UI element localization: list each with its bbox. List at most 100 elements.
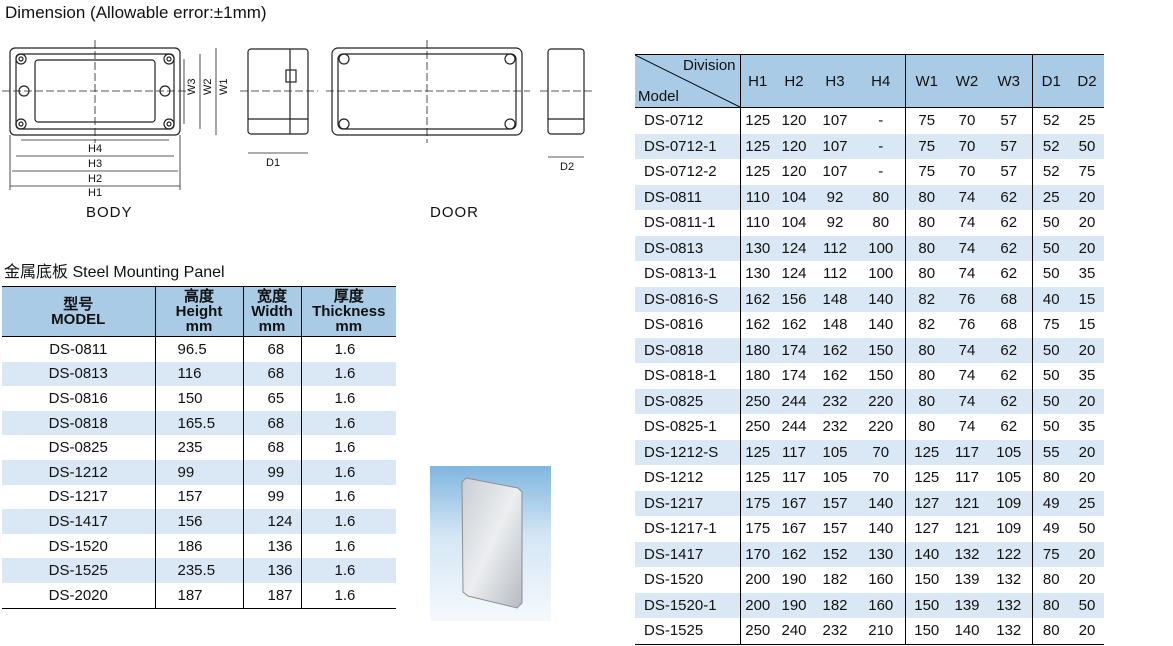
dim-d1-label: D1	[266, 157, 280, 169]
dimension-cell: 110	[739, 184, 775, 210]
dimension-cell: 80	[904, 337, 948, 363]
dimension-cell: 150	[904, 592, 948, 618]
dimension-cell: 62	[1000, 367, 1018, 385]
dimension-cell: 250	[739, 414, 775, 440]
dimension-cell: 50	[1070, 133, 1104, 159]
dimension-cell: 175	[739, 516, 775, 542]
model-cell: DS-0816	[48, 389, 108, 407]
dimension-cell: 80	[904, 414, 948, 440]
width-cell: 68	[242, 410, 301, 436]
dimension-cell: 105	[813, 439, 857, 465]
dimension-cell: -	[878, 112, 884, 130]
door-label: DOOR	[430, 204, 479, 221]
dimension-cell: 20	[1078, 469, 1096, 487]
height-cell: 157	[154, 484, 243, 510]
dimension-cell: 70	[857, 439, 905, 465]
dimension-table: Division Model H1 H2 H3 H4 W1 W2 W3 D1 D…	[635, 54, 1104, 645]
dimension-drawing: W3 W2 W1 H4 H3 H2 H1 D1 D2	[2, 40, 594, 199]
dimension-cell: 62	[1000, 418, 1018, 436]
dimension-cell: 162	[775, 541, 813, 567]
dimension-cell: 122	[986, 541, 1032, 567]
dimension-cell: 75	[904, 133, 948, 159]
dimension-cell: 180	[739, 363, 775, 389]
dimension-cell: 20	[1070, 439, 1104, 465]
steel-panel-photo	[430, 466, 551, 621]
dimension-cell: 132	[996, 571, 1022, 589]
dimension-cell: 167	[781, 520, 807, 538]
col-w3-header: W3	[986, 54, 1032, 108]
model-cell: DS-0818	[2, 410, 155, 436]
model-cell: DS-0813	[635, 235, 740, 261]
page-title: Dimension (Allowable error:±1mm)	[5, 3, 267, 22]
thickness-cell: 1.6	[300, 336, 396, 362]
thickness-cell: 1.6	[300, 410, 396, 436]
dimension-cell: 62	[986, 235, 1032, 261]
dimension-cell: 70	[958, 112, 976, 130]
dimension-cell: 182	[813, 592, 857, 618]
model-cell: DS-1217	[48, 488, 108, 506]
model-cell: DS-1525	[2, 558, 155, 583]
dimension-cell: 20	[1070, 184, 1104, 210]
height-cell: 165.5	[154, 410, 243, 436]
dimension-cell: 132	[948, 541, 986, 567]
dimension-cell: 150	[868, 367, 894, 385]
width-cell: 68	[242, 361, 301, 387]
dimension-cell: 80	[904, 235, 948, 261]
model-cell: DS-1417	[635, 541, 740, 567]
dimension-cell: 74	[958, 214, 976, 232]
dimension-cell: 75	[1078, 163, 1096, 181]
dimension-cell: 50	[1031, 363, 1070, 389]
dimension-cell: 157	[813, 490, 857, 516]
dimension-cell: 244	[775, 388, 813, 414]
dimension-cell: 174	[775, 337, 813, 363]
model-cell: DS-0818-1	[644, 367, 717, 385]
dimension-cell: 140	[904, 541, 948, 567]
dimension-cell: 120	[781, 163, 807, 181]
thickness-cell: 1.6	[300, 435, 396, 460]
dimension-cell: 57	[1000, 112, 1018, 130]
dimension-cell: 110	[739, 210, 775, 236]
dim-h1-label: H1	[88, 187, 102, 199]
dimension-cell: 80	[872, 214, 890, 232]
dimension-cell: 105	[986, 439, 1032, 465]
dimension-cell: 125	[739, 107, 775, 134]
width-cell: 136	[242, 558, 301, 583]
dimension-cell: 92	[813, 184, 857, 210]
dimension-cell: 200	[739, 592, 775, 618]
dimension-cell: 160	[857, 592, 905, 618]
dimension-cell: 20	[1070, 618, 1104, 645]
dimension-cell: 152	[813, 541, 857, 567]
dimension-cell: 15	[1078, 316, 1096, 334]
model-cell: DS-1525	[635, 618, 740, 645]
steel-plate-image	[461, 477, 523, 609]
dimension-cell: 68	[986, 286, 1032, 312]
dimension-cell: 25	[1070, 490, 1104, 516]
dimension-cell: 127	[904, 490, 948, 516]
dimension-cell: 174	[781, 367, 807, 385]
dimension-cell: 80	[1031, 618, 1070, 645]
door-side-outline	[547, 48, 585, 135]
dimension-cell: 82	[904, 312, 948, 338]
dimension-cell: 80	[904, 210, 948, 236]
dim-w2-label: W2	[202, 79, 214, 96]
dimension-cell: 250	[739, 618, 775, 645]
width-cell: 99	[242, 459, 301, 485]
steel-panel-title: 金属底板 Steel Mounting Panel	[4, 262, 225, 281]
dimension-cell: 52	[1031, 107, 1070, 134]
model-cell: DS-1212	[644, 469, 704, 487]
dimension-cell: 80	[1031, 592, 1070, 618]
dimension-cell: 240	[775, 618, 813, 645]
dimension-cell: 107	[822, 112, 848, 130]
dimension-cell: 244	[781, 418, 807, 436]
